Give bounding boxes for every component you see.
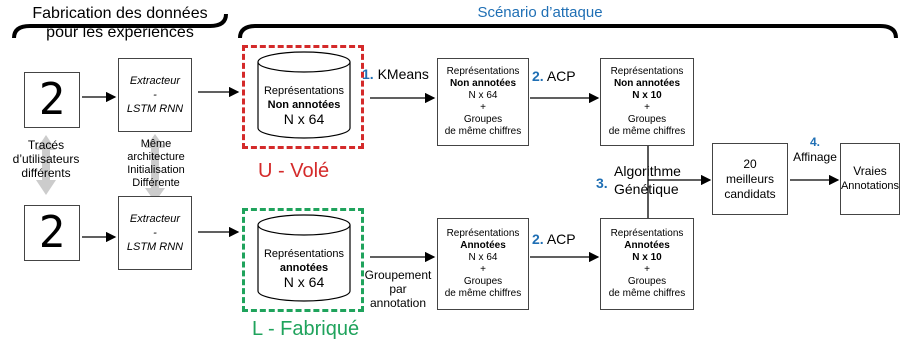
- step2b-label: 2. ACP: [532, 231, 576, 247]
- extractor-bottom-line2: -: [153, 227, 157, 239]
- extractor-top-line1: Extracteur: [129, 75, 181, 87]
- step1-number: 1.: [362, 66, 374, 82]
- box-line: Non annotées: [449, 78, 517, 89]
- bottom-cylinder-line2: annotées: [279, 262, 329, 274]
- grouping-label: Groupement par annotation: [362, 268, 434, 310]
- result-line: Vraies: [853, 164, 887, 178]
- traces-label: Tracés d’utilisateurs différents: [0, 138, 92, 180]
- step4-text: Affinage: [793, 150, 837, 164]
- grouping-label-line: annotation: [369, 296, 427, 310]
- fabricated-data-frame: [242, 208, 364, 312]
- box-top-10: Représentations Non annotées N x 10 + Gr…: [600, 58, 694, 146]
- architecture-label: Même architecture Initialisation Différe…: [112, 138, 200, 190]
- step4-label: 4. Affinage: [790, 135, 840, 165]
- traces-label-line: Tracés: [27, 138, 65, 152]
- box-line: Représentations: [446, 228, 520, 239]
- step2a-label: 2. ACP: [532, 68, 576, 84]
- true-annotations-box: Vraies Annotations: [840, 143, 900, 215]
- architecture-label-line: Différente: [132, 177, 180, 189]
- stolen-label: U - Volé: [258, 160, 330, 182]
- box-bottom-10: Représentations Annotées N x 10 + Groupe…: [600, 218, 694, 310]
- top-cylinder-line3: N x 64: [283, 111, 325, 127]
- candidates-box: 20 meilleurs candidats: [712, 143, 788, 215]
- step3-text-line1: Algorithme: [614, 163, 681, 179]
- box-line: N x 64: [468, 252, 498, 263]
- step2a-text: ACP: [546, 68, 576, 84]
- result-line: Annotations: [840, 180, 900, 192]
- digit-image-top: 2: [24, 72, 80, 128]
- extractor-top-line3: LSTM RNN: [126, 103, 184, 115]
- bottom-cylinder-line3: N x 64: [283, 274, 325, 290]
- box-line: Groupes: [627, 276, 667, 287]
- extractor-bottom: Extracteur - LSTM RNN: [118, 196, 192, 270]
- digit-top-glyph: 2: [38, 74, 66, 125]
- box-line: +: [644, 102, 650, 113]
- box-line: Représentations: [446, 66, 520, 77]
- digit-bottom-glyph: 2: [38, 207, 66, 258]
- box-line: de même chiffres: [444, 126, 522, 137]
- right-header: Scénario d’attaque: [477, 4, 603, 21]
- box-line: +: [644, 264, 650, 275]
- box-line: N x 64: [468, 90, 498, 101]
- architecture-label-line: Initialisation: [127, 164, 185, 176]
- step3-number: 3.: [596, 175, 608, 191]
- box-line: +: [480, 102, 486, 113]
- candidates-line: candidats: [724, 186, 776, 201]
- top-cylinder-text: Représentations Non annotées N x 64: [250, 84, 358, 126]
- left-header-line2: pour les expériences: [46, 24, 194, 41]
- box-top-64: Représentations Non annotées N x 64 + Gr…: [437, 58, 529, 146]
- box-line: Groupes: [463, 276, 503, 287]
- left-brace: [12, 13, 228, 39]
- step2b-number: 2.: [532, 231, 544, 247]
- box-line: Non annotées: [613, 78, 681, 89]
- bottom-cylinder: [257, 214, 351, 302]
- left-header: Fabrication des données pour les expérie…: [0, 4, 240, 42]
- step2a-number: 2.: [532, 68, 544, 84]
- left-header-line1: Fabrication des données: [32, 5, 208, 22]
- box-bottom-64: Représentations Annotées N x 64 + Groupe…: [437, 218, 529, 310]
- grouping-label-line: par: [389, 282, 407, 296]
- stolen-data-frame: [242, 45, 364, 149]
- box-line: +: [480, 264, 486, 275]
- top-cylinder-line2: Non annotées: [267, 99, 341, 111]
- top-cylinder-line1: Représentations: [263, 85, 345, 97]
- top-cylinder: [257, 51, 351, 139]
- grouping-label-line: Groupement: [364, 268, 432, 282]
- box-line: Annotées: [624, 240, 670, 251]
- step1-text: KMeans: [377, 66, 429, 82]
- architecture-label-line: Même: [140, 138, 172, 150]
- extractor-top: Extracteur - LSTM RNN: [118, 58, 192, 132]
- architecture-label-line: architecture: [127, 151, 185, 163]
- box-line: Représentations: [610, 228, 684, 239]
- box-line: Groupes: [463, 114, 503, 125]
- extractor-bottom-line3: LSTM RNN: [126, 241, 184, 253]
- fabricated-label: L - Fabriqué: [252, 318, 360, 340]
- traces-label-line: différents: [21, 166, 71, 180]
- step2b-text: ACP: [546, 231, 576, 247]
- digit-image-bottom: 2: [24, 205, 80, 261]
- box-line: N x 10: [632, 90, 662, 101]
- step4-number: 4.: [809, 135, 820, 149]
- traces-label-line: d’utilisateurs: [12, 152, 80, 166]
- step3-label: 3. Algorithme Génétique: [596, 162, 681, 198]
- candidates-line: meilleurs: [725, 171, 774, 186]
- box-line: de même chiffres: [608, 288, 686, 299]
- box-line: de même chiffres: [608, 126, 686, 137]
- box-line: de même chiffres: [444, 288, 522, 299]
- right-brace: [238, 24, 898, 39]
- box-line: Groupes: [627, 114, 667, 125]
- extractor-bottom-line1: Extracteur: [129, 213, 181, 225]
- box-line: Représentations: [610, 66, 684, 77]
- box-line: Annotées: [460, 240, 506, 251]
- bottom-cylinder-text: Représentations annotées N x 64: [250, 247, 358, 289]
- bottom-cylinder-line1: Représentations: [263, 248, 345, 260]
- box-line: N x 10: [632, 252, 662, 263]
- step3-text-line2: Génétique: [614, 181, 679, 197]
- step1-label: 1. KMeans: [362, 66, 429, 82]
- candidates-line: 20: [743, 156, 757, 171]
- extractor-top-line2: -: [153, 89, 157, 101]
